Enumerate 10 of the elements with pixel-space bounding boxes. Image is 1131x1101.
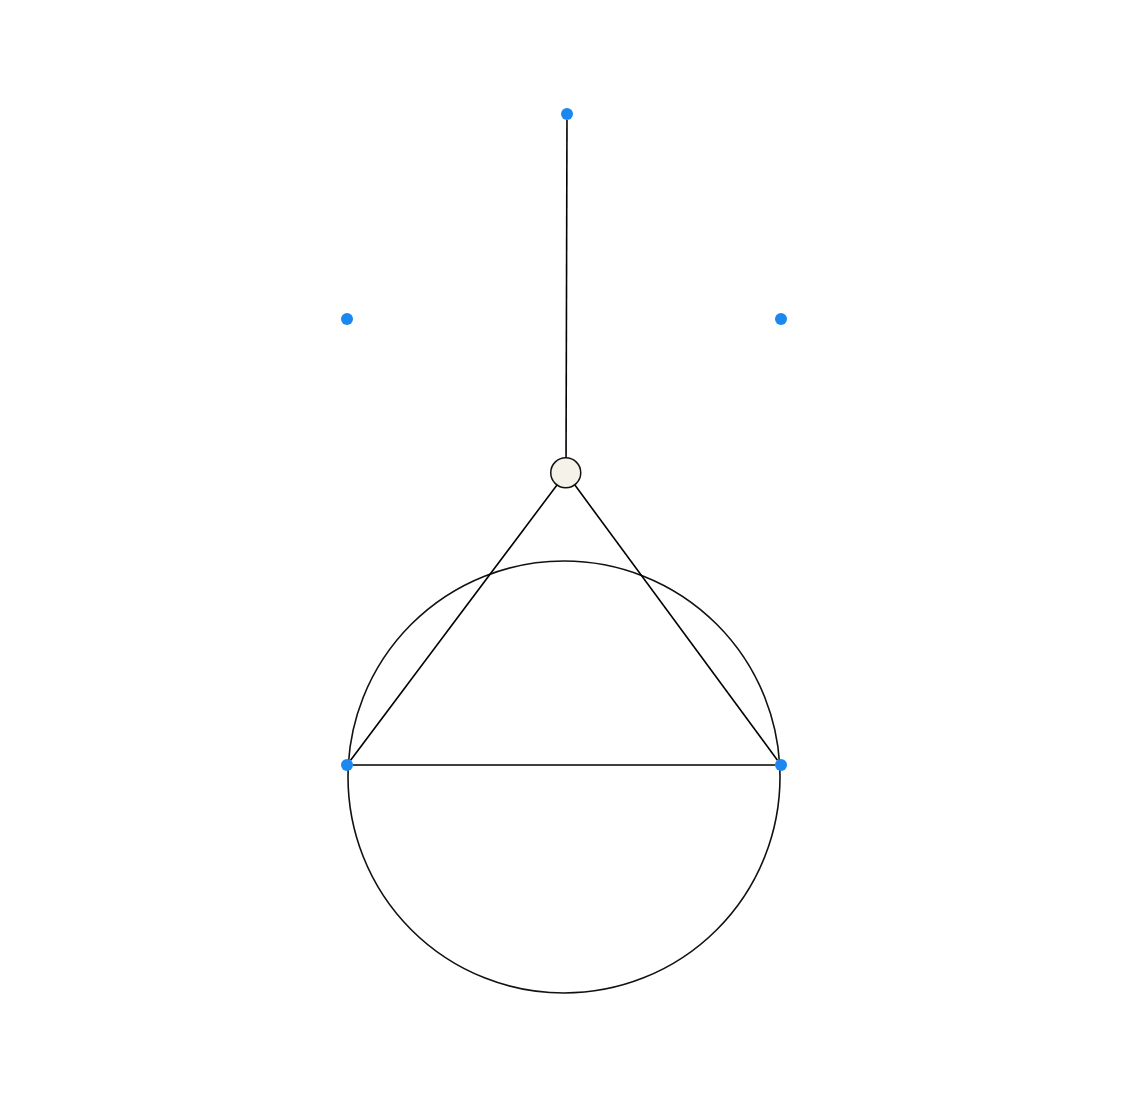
connector-line — [349, 484, 558, 761]
point-marker — [775, 759, 787, 771]
connector-line — [565, 119, 568, 459]
connector-line — [574, 484, 779, 761]
point-marker — [775, 313, 787, 325]
hub-circle — [550, 457, 582, 489]
connector-line — [352, 764, 776, 766]
point-marker — [561, 108, 573, 120]
point-marker — [341, 313, 353, 325]
point-marker — [341, 759, 353, 771]
